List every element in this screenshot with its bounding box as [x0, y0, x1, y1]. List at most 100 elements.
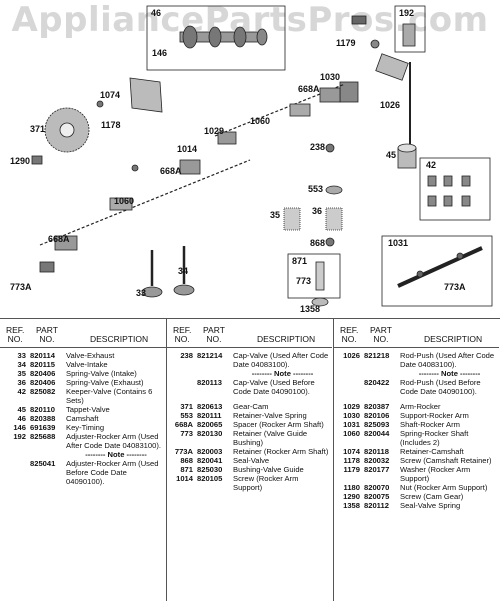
cell-part: 825093 [364, 420, 390, 429]
callout-label: 36 [312, 206, 322, 216]
cell-ref: 871 [180, 465, 193, 474]
camshaft-box [146, 5, 286, 71]
cell-desc: Spring-Valve (Intake) [66, 369, 137, 378]
rocker-arm-upper [214, 83, 346, 145]
cell-part: 820118 [364, 447, 389, 456]
cell-ref: 45 [17, 405, 26, 414]
cell-part: 820106 [364, 411, 390, 420]
callout-label: 1178 [101, 120, 121, 130]
callout-labels: 46 146 192 1179 1030 668A 1074 1178 371 … [10, 8, 466, 314]
cell-ref: 192 [13, 432, 26, 441]
callout-label: 1014 [177, 144, 197, 154]
callout-label: 1358 [300, 304, 320, 314]
cell-desc: Adjuster-Rocker Arm (Used Before Code Da… [66, 459, 159, 486]
callout-label: 42 [426, 160, 436, 170]
cell-desc: Spacer (Rocker Arm Shaft) [233, 420, 324, 429]
header-desc: DESCRIPTION [90, 334, 149, 344]
cell-ref: 1029 [343, 402, 360, 411]
cell-desc: Adjuster-Rocker Arm (Used After Code Dat… [66, 432, 161, 450]
cell-part: 691639 [30, 423, 56, 432]
note-divider: -------- Note -------- [85, 450, 147, 459]
cell-desc: Gear-Cam [233, 402, 269, 411]
table-row: 192 825688 Adjuster-Rocker Arm (Used After… [0, 432, 166, 450]
cell-ref [334, 378, 364, 396]
cell-ref: 1290 [343, 492, 360, 501]
cell-desc: Valve-Intake [66, 360, 108, 369]
cell-ref: 36 [17, 378, 26, 387]
cell-desc: Tappet-Valve [66, 405, 110, 414]
table-row: 668A 820065 Spacer (Rocker Arm Shaft) [167, 420, 332, 429]
callout-label: 146 [152, 48, 167, 58]
table-row: 1026 821218 Rod-Push (Used After Code Date… [334, 351, 499, 369]
cell-desc: Rod-Push (Used After Code Date 04083100)… [400, 351, 495, 369]
callout-label: 46 [151, 8, 161, 18]
callout-label: 668A [48, 234, 70, 244]
valve-springs [283, 185, 343, 231]
cell-ref: 773A [174, 447, 193, 456]
valves [141, 246, 195, 298]
cell-desc: Retainer (Valve Guide Bushing) [233, 429, 308, 447]
cell-part: 820177 [364, 465, 390, 474]
cell-desc: Rod-Push (Used Before Code Date 04090100… [400, 378, 481, 396]
cell-desc: Screw (Rocker Arm Support) [233, 474, 299, 492]
cell-ref: 1179 [343, 465, 360, 474]
cell-part: 821218 [364, 351, 390, 360]
cell-ref: 868 [180, 456, 193, 465]
note-divider: -------- Note -------- [418, 369, 481, 378]
callout-label: 553 [308, 184, 323, 194]
callout-label: 1074 [100, 90, 120, 100]
cell-ref: 1178 [343, 456, 360, 465]
callout-label: 773A [10, 282, 32, 292]
cell-part: 820065 [197, 420, 223, 429]
cell-desc: Cap-Valve (Used Before Code Date 0409010… [233, 378, 315, 396]
cell-ref [167, 378, 197, 396]
header-desc: DESCRIPTION [424, 334, 483, 344]
cell-part: 820115 [30, 360, 55, 369]
cell-part: 820388 [30, 414, 56, 423]
exploded-parts-diagram: 46 146 192 1179 1030 668A 1074 1178 371 … [10, 5, 493, 314]
cell-part: 820406 [30, 378, 56, 387]
cell-part: 825030 [197, 465, 223, 474]
cell-ref: 146 [13, 423, 26, 432]
table-row: 146 691639 Key-Timing [0, 423, 166, 432]
callout-label: 34 [178, 266, 188, 276]
callout-label: 871 [292, 256, 307, 266]
cell-part: 825688 [30, 432, 56, 441]
header-ref: REF.NO. [173, 325, 192, 344]
cell-desc: Retainer (Rocker Arm Shaft) [233, 447, 329, 456]
callout-label: 773 [296, 276, 311, 286]
cell-ref: 35 [17, 369, 26, 378]
cell-ref: 773 [180, 429, 193, 438]
cell-ref: 371 [180, 402, 193, 411]
cell-desc: Key-Timing [66, 423, 105, 432]
cell-ref: 1358 [343, 501, 360, 510]
cell-part: 820032 [364, 456, 390, 465]
cell-ref: 1026 [343, 351, 360, 360]
cell-ref: 668A [174, 420, 193, 429]
cell-part: 820105 [197, 474, 223, 483]
cell-desc: Retainer-Camshaft [400, 447, 464, 456]
note-divider: -------- Note -------- [251, 369, 314, 378]
